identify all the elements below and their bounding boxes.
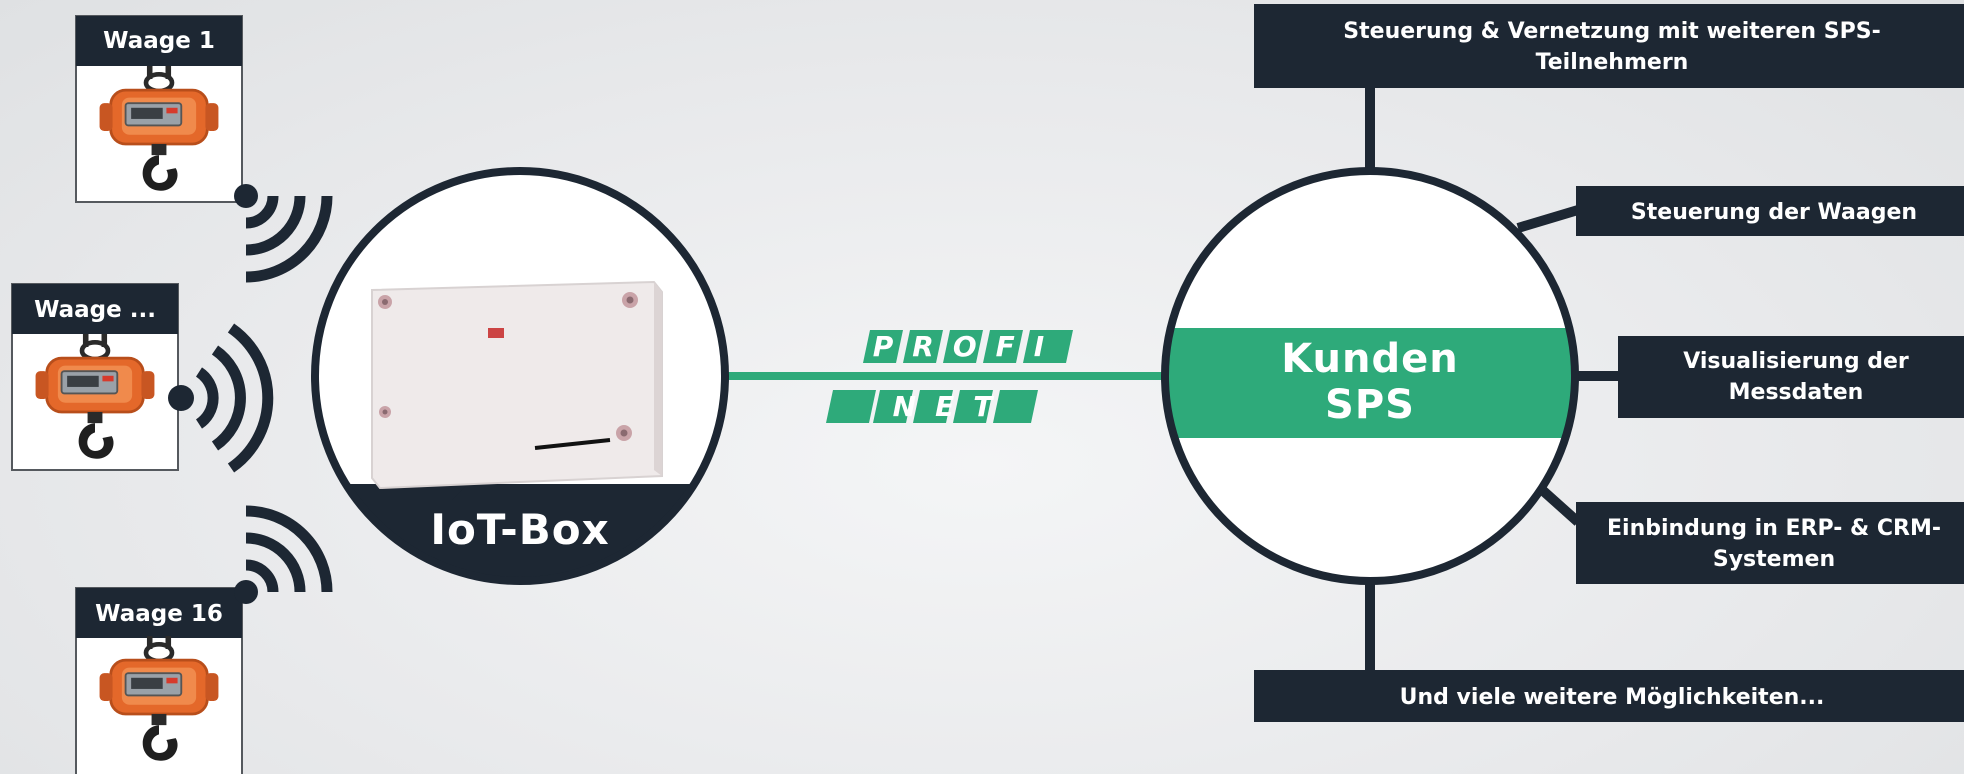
scale-card-3: Waage 16 (75, 587, 243, 774)
profinet-logo: PROFI NET (826, 330, 1073, 423)
wifi-signal-icon (234, 184, 333, 283)
feature-line2: Teilnehmern (1536, 50, 1689, 75)
iot-box-node: IoT-Box (311, 167, 729, 585)
feature-box-more: Und viele weitere Möglichkeiten... (1254, 670, 1964, 722)
feature-line2: Systemen (1713, 547, 1835, 572)
plc-label-line2: SPS (1325, 382, 1415, 428)
scale-card-1: Waage 1 (75, 15, 243, 203)
scale-card-2: Waage ... (11, 283, 179, 471)
feature-line1: Und viele weitere Möglichkeiten... (1400, 685, 1825, 710)
feature-line1: Einbindung in ERP- & CRM- (1607, 516, 1941, 541)
iot-device-image (371, 280, 663, 490)
feature-box-scale-control: Steuerung der Waagen (1576, 186, 1964, 236)
feature-box-erp-crm: Einbindung in ERP- & CRM- Systemen (1576, 502, 1964, 584)
feature-connectors (1365, 86, 1620, 670)
scale-label: Waage 1 (103, 28, 215, 54)
feature-line2: Messdaten (1729, 380, 1864, 405)
scale-label: Waage 16 (95, 601, 223, 627)
feature-line1: Steuerung & Vernetzung mit weiteren SPS- (1343, 19, 1880, 44)
plc-node: Kunden SPS (1161, 167, 1579, 585)
wifi-signal-icon (168, 323, 274, 473)
profinet-bottom-text: NET (893, 390, 1012, 423)
feature-line1: Steuerung der Waagen (1631, 200, 1917, 225)
iot-box-label: IoT-Box (430, 505, 609, 554)
profinet-top-text: PROFI (873, 330, 1063, 363)
feature-box-visualization: Visualisierung der Messdaten (1618, 336, 1964, 418)
wifi-signal-icon (234, 505, 333, 604)
feature-box-networking: Steuerung & Vernetzung mit weiteren SPS-… (1254, 4, 1964, 88)
scale-label: Waage ... (34, 297, 156, 323)
feature-line1: Visualisierung der (1683, 349, 1909, 374)
plc-label-line1: Kunden (1281, 336, 1458, 382)
